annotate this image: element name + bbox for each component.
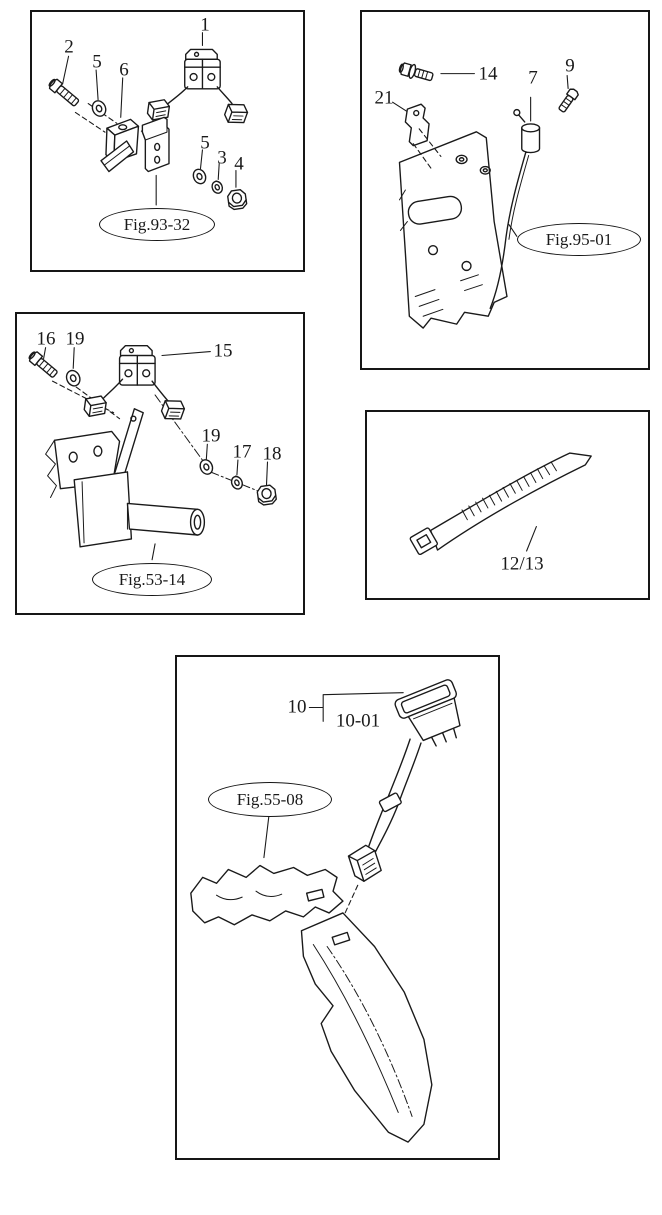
l-bracket [141,116,170,173]
connector-block-right [160,400,186,420]
spring-washer-part-3 [211,180,224,194]
fig-93-32-drawing [48,32,249,211]
mount-part-6 [100,118,140,173]
rocker-switch-part-10 [394,679,461,747]
connector-block-left [83,395,107,418]
fig-55-08-drawing [190,679,461,1143]
fig-label-95-01: Fig.95-01 [517,223,641,256]
cable-tie-strap [429,452,592,551]
fig-53-14-drawing [28,344,277,561]
callout-4: 4 [234,153,244,175]
callout-1: 1 [200,14,210,36]
callout-12-13: 12/13 [500,553,544,575]
fig-95-01-drawing [392,62,579,329]
callout-18: 18 [262,443,282,465]
clip-part-21 [404,103,442,169]
frame-drawing [398,131,530,329]
bolt-part-14 [398,62,434,82]
panel-fig-95-01: 14 21 7 9 Fig.95-01 [360,10,650,370]
fig-label-93-32-text: Fig.93-32 [123,214,191,234]
nut-part-4 [227,189,248,211]
fig-label-53-14-text: Fig.53-14 [118,569,186,589]
callout-19-upper: 19 [65,328,85,350]
callout-21: 21 [374,87,394,109]
callout-15: 15 [213,340,233,362]
cable-tie-head [409,527,438,556]
fig-label-55-08-text: Fig.55-08 [236,789,304,809]
clamp-part-7 [513,108,541,154]
cable-tie-drawing [409,452,592,556]
relay-part-1 [184,48,221,90]
panel-fig-53-14: 16 19 15 19 17 18 Fig.53-14 [15,312,305,615]
callout-17: 17 [232,441,252,463]
fig-label-55-08: Fig.55-08 [208,782,332,817]
callout-5-lower: 5 [200,132,210,154]
callout-9: 9 [565,55,575,77]
switch-wires [367,738,422,853]
callout-16: 16 [36,328,56,350]
callout-14: 14 [478,63,498,85]
connector-block-right [223,103,249,124]
callout-5-upper: 5 [92,51,102,73]
fig-label-53-14: Fig.53-14 [92,563,212,596]
callout-3: 3 [217,147,227,169]
relay-wires [103,378,169,402]
callout-19-lower: 19 [201,425,221,447]
panel-cable-tie: 12/13 [365,410,650,600]
trim-panel-drawing [300,912,433,1143]
panel-fig-93-32: 2 5 6 1 5 3 4 Fig.93-32 [30,10,305,272]
callout-2: 2 [64,36,74,58]
relay-wires [167,86,233,105]
washer-part-5-lower [192,168,207,185]
connector-block-left [146,99,171,121]
washer-part-5-upper [91,100,107,117]
wire-connector [347,844,382,882]
bracket-pipe-assembly [45,408,206,548]
washer-part-19-upper [65,369,81,387]
panel-bracket-drawing [190,864,344,926]
bolt-part-2 [48,78,80,107]
spring-washer-part-17 [230,475,243,490]
panel-fig-55-08: 10 10-01 Fig.55-08 [175,655,500,1160]
bolt-part-16 [28,351,58,378]
bolt-part-9 [558,88,579,113]
callout-10: 10 [287,696,307,718]
nut-part-18 [256,484,277,506]
fig-label-95-01-text: Fig.95-01 [545,229,613,249]
callout-10-01: 10-01 [335,710,381,732]
washer-part-19-lower [199,459,214,475]
callout-6: 6 [119,59,129,81]
relay-part-15 [118,344,156,386]
fig-label-93-32: Fig.93-32 [99,208,215,241]
callout-7: 7 [528,67,538,89]
